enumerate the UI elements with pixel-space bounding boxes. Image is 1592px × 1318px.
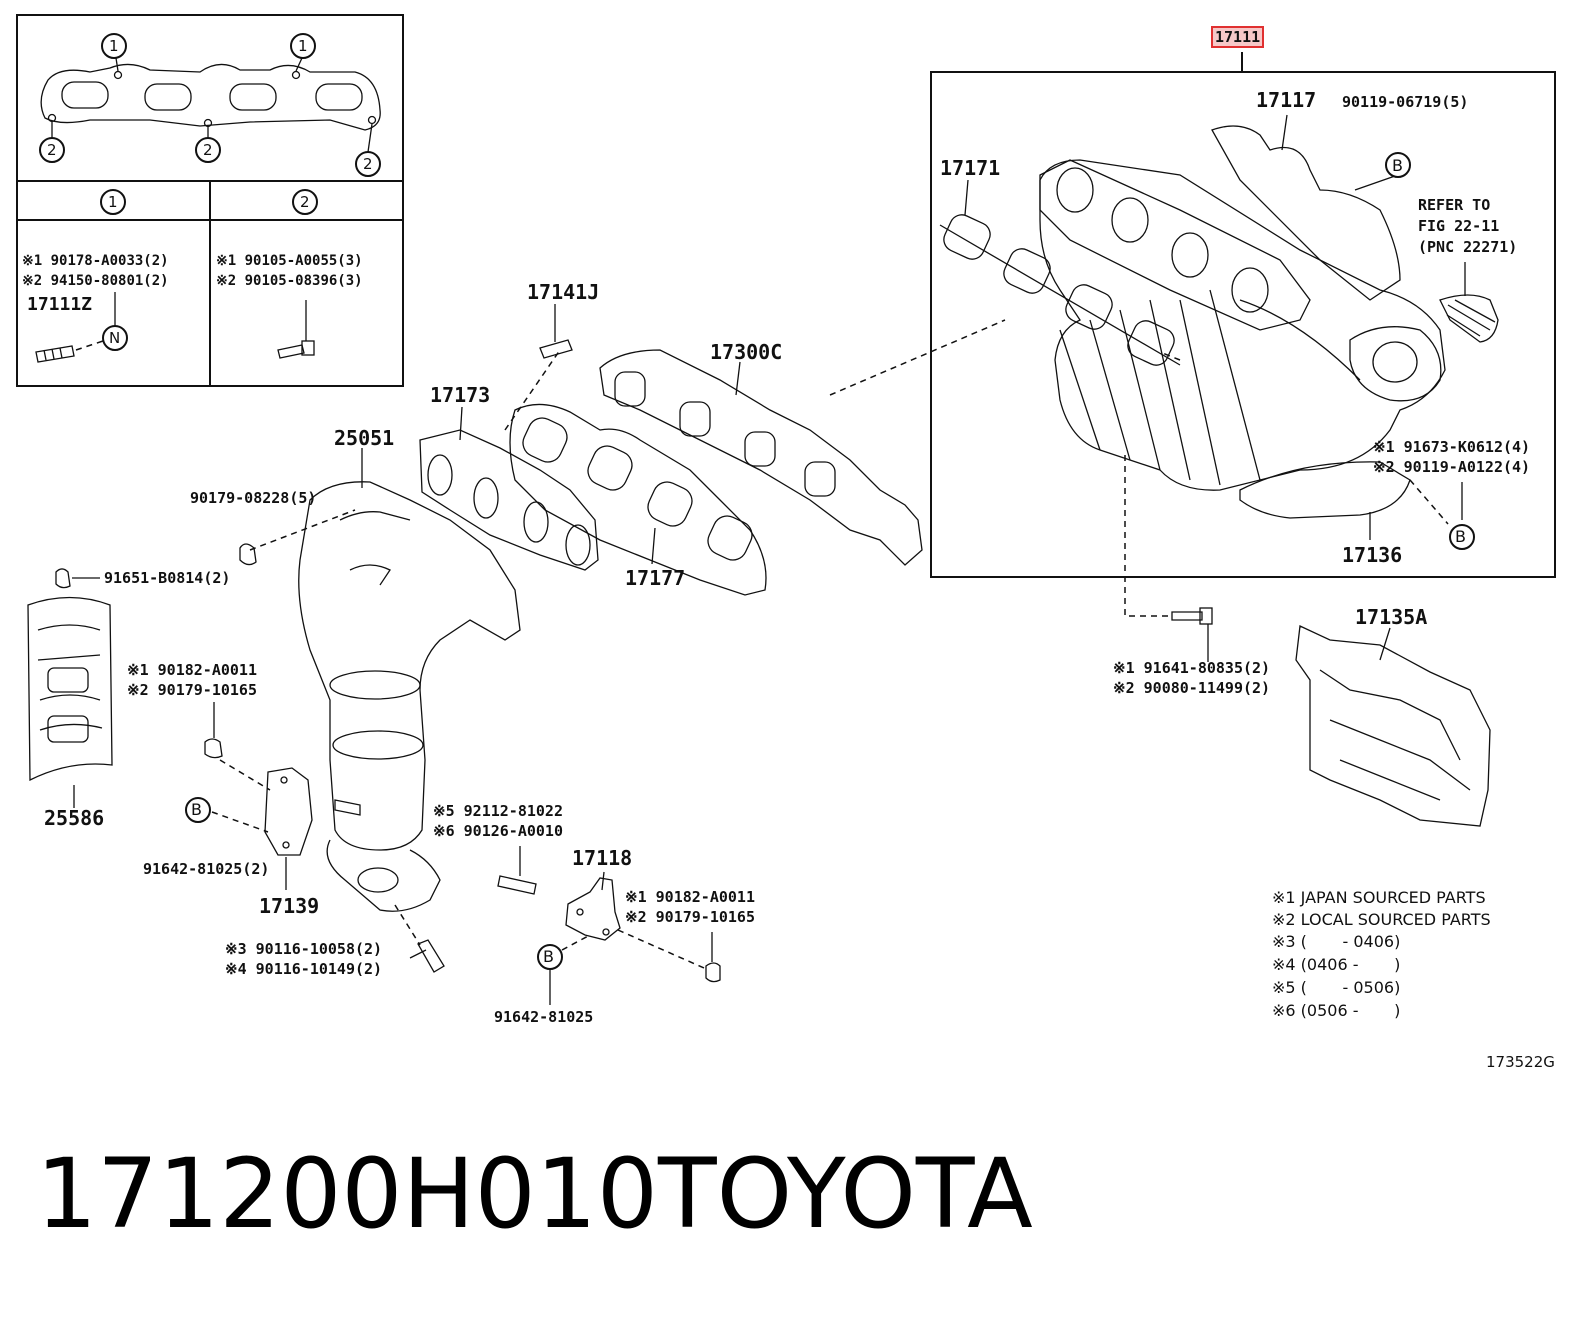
callout-91642-81025: 91642-81025	[494, 1008, 594, 1026]
marker-b-bottom: B	[543, 947, 554, 966]
inset-marker-1a: 1	[109, 37, 119, 55]
callout-17141J: 17141J	[527, 280, 600, 304]
callout-r1-90182b: ※1 90182-A0011	[625, 888, 755, 906]
intake-manifold-assembly-box	[930, 52, 1556, 578]
callout-91642-81025-2: 91642-81025(2)	[143, 860, 270, 878]
callout-90119-06719: 90119-06719(5)	[1342, 93, 1469, 111]
callout-17177: 17177	[625, 566, 686, 590]
inset-marker-n: N	[109, 329, 121, 347]
callout-17173: 17173	[430, 383, 491, 407]
callout-17139: 17139	[259, 894, 320, 918]
heat-insulator-17300C	[504, 304, 923, 566]
exhaust-manifold-converter-25051	[239, 448, 521, 912]
callout-r5-92112: ※5 92112-81022	[433, 802, 563, 820]
refer-line-3: (PNC 22271)	[1418, 238, 1518, 256]
inset-col2-line1: ※1 90105-A0055(3)	[216, 253, 363, 269]
callout-17117: 17117	[1256, 88, 1317, 112]
inset-col1-line2: ※2 94150-80801(2)	[22, 273, 169, 289]
callout-17118: 17118	[572, 846, 633, 870]
refer-line-1: REFER TO	[1418, 196, 1491, 214]
bracket-17118	[497, 846, 721, 1005]
title-brand: TOYOTA	[658, 1138, 1033, 1250]
callout-r2-90179b: ※2 90179-10165	[625, 908, 755, 926]
callout-17171: 17171	[940, 156, 1001, 180]
callout-r2-90179: ※2 90179-10165	[127, 681, 257, 699]
callout-r2-90119: ※2 90119-A0122(4)	[1373, 458, 1531, 476]
callout-r6-90126: ※6 90126-A0010	[433, 822, 563, 840]
legend-item: ※4 (0406 - )	[1272, 955, 1401, 974]
inset-marker-2a: 2	[47, 141, 57, 159]
callout-r1-91673: ※1 91673-K0612(4)	[1373, 438, 1531, 456]
bracket-17139	[185, 702, 313, 890]
heat-insulator-25586	[27, 568, 113, 808]
callout-25586: 25586	[44, 806, 105, 830]
inset-col2-header: 2	[300, 193, 310, 211]
heat-insulator-17135A	[1295, 625, 1491, 827]
inset-col1-line1: ※1 90178-A0033(2)	[22, 253, 169, 269]
inset-marker-1b: 1	[298, 37, 308, 55]
callout-91651-B0814: 91651-B0814(2)	[104, 569, 231, 587]
inset-marker-2b: 2	[203, 141, 213, 159]
callout-17135A: 17135A	[1355, 605, 1428, 629]
exhaust-gasket-17177	[509, 403, 767, 596]
marker-b-top: B	[1392, 156, 1403, 175]
marker-b-right: B	[1455, 527, 1466, 546]
callout-90179-08228: 90179-08228(5)	[190, 489, 317, 507]
gasket-inset	[16, 14, 404, 387]
callout-17136: 17136	[1342, 543, 1403, 567]
marker-b-left: B	[191, 800, 202, 819]
title-part-number: 171200H010	[36, 1138, 658, 1250]
inset-col1-part: 17111Z	[27, 294, 93, 315]
inset-col2-line2: ※2 90105-08396(3)	[216, 273, 363, 289]
figure-id: 173522G	[1486, 1053, 1555, 1071]
callout-r4-90116: ※4 90116-10149(2)	[225, 960, 383, 978]
legend-item: ※2 LOCAL SOURCED PARTS	[1272, 910, 1491, 929]
callout-r2-90080: ※2 90080-11499(2)	[1113, 679, 1271, 697]
refer-line-2: FIG 22-11	[1418, 217, 1500, 235]
callout-17300C: 17300C	[710, 340, 783, 364]
legend-item: ※1 JAPAN SOURCED PARTS	[1272, 888, 1486, 907]
callout-25051: 25051	[334, 426, 395, 450]
callout-r3-90116: ※3 90116-10058(2)	[225, 940, 383, 958]
legend-item: ※6 (0506 - )	[1272, 1001, 1401, 1020]
callout-r1-91641: ※1 91641-80835(2)	[1113, 659, 1271, 677]
callout-17111: 17111	[1210, 26, 1265, 48]
legend-item: ※5 ( - 0506)	[1272, 978, 1401, 997]
exhaust-gasket-17173	[419, 406, 599, 571]
legend-item: ※3 ( - 0406)	[1272, 932, 1401, 951]
inset-marker-2c: 2	[363, 155, 373, 173]
inset-col1-header: 1	[108, 193, 118, 211]
callout-r1-90182: ※1 90182-A0011	[127, 661, 257, 679]
